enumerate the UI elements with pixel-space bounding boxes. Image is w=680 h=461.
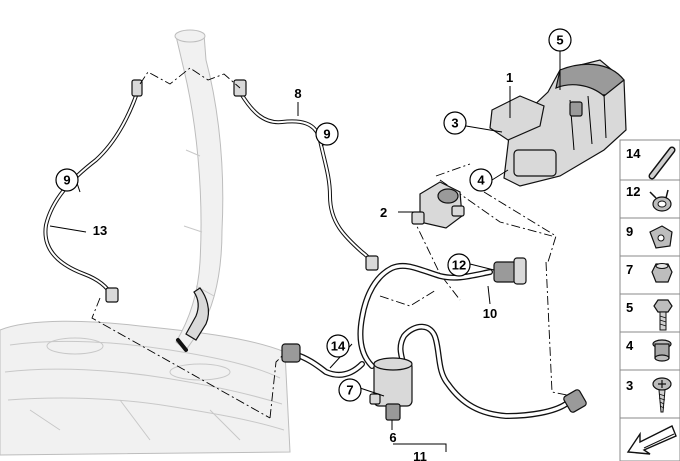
callout-label: 9 [323,127,330,142]
callout-label: 5 [556,33,563,48]
callout-13: 13 [93,223,107,238]
hose-10 [357,257,527,369]
panel-item-9: 9 [626,224,673,249]
callout-label: 4 [477,173,485,188]
callout-6: 6 [389,430,396,445]
direction-arrow-icon [626,425,677,455]
callout-3: 3 [443,111,467,135]
charcoal-canister [489,59,627,187]
panel-item-label: 3 [626,378,633,393]
panel-item-12: 12 [626,184,672,212]
callout-label: 11 [413,449,427,461]
panel-item-label: 14 [626,146,641,161]
panel-item-label: 9 [626,224,633,239]
hex-bolt-icon [653,299,673,331]
filler-neck [174,29,224,352]
callout-11: 11 [413,449,427,461]
connector-icon [131,79,143,97]
fuel-tank [0,320,291,456]
callout-label: 9 [63,173,70,188]
callout-1: 1 [506,70,513,85]
hose-segment-icon [648,146,676,180]
hose-11 [397,323,587,419]
callout-label: 7 [346,383,353,398]
callout-14: 14 [326,334,350,358]
panel-item-label: 7 [626,262,633,277]
hose-fitting-icon [563,389,587,413]
panel-item-label: 12 [626,184,640,199]
callout-label: 8 [294,86,301,101]
panel-item-label: 5 [626,300,633,315]
callout-5: 5 [548,28,572,52]
callout-label: 2 [380,205,387,220]
hose-fitting-icon [513,257,527,285]
callout-label: 14 [331,339,346,354]
panel-item-4: 4 [626,338,672,362]
callout-label: 3 [451,116,458,131]
connector-icon [105,287,119,303]
callout-10: 10 [483,306,497,321]
panel-item-label: 4 [626,338,634,353]
panel-item-7: 7 [626,262,673,283]
callout-label: 1 [506,70,513,85]
vent-line-8 [233,79,379,271]
grommet-icon [652,339,672,362]
leak-detection-pump [411,181,465,229]
callout-9-right: 9 [315,122,339,146]
callout-label: 12 [452,258,466,273]
callout-8: 8 [294,86,301,101]
vent-line-13 [43,79,143,303]
clip-icon [649,225,673,249]
panel-item-14: 14 [626,146,676,180]
purge-valve [369,357,413,421]
hose-14 [281,343,365,378]
leader-lines [49,50,561,452]
callout-9-left: 9 [55,168,79,192]
panel-item-5: 5 [626,299,673,331]
screw-icon [652,377,672,413]
small-parts-panel: 14 12 9 7 [619,139,680,461]
panel-item-3: 3 [626,377,672,413]
callout-label: 6 [389,430,396,445]
nut-icon [651,263,673,283]
callout-label: 10 [483,306,497,321]
callout-2: 2 [380,205,387,220]
callout-4: 4 [469,168,493,192]
callout-7: 7 [338,378,362,402]
hose-fitting-icon [493,261,517,283]
callout-12: 12 [447,253,471,277]
hose-fitting-icon [281,343,301,363]
hose-clamp-icon [649,189,672,212]
callout-label: 13 [93,223,107,238]
connector-icon [365,255,379,271]
